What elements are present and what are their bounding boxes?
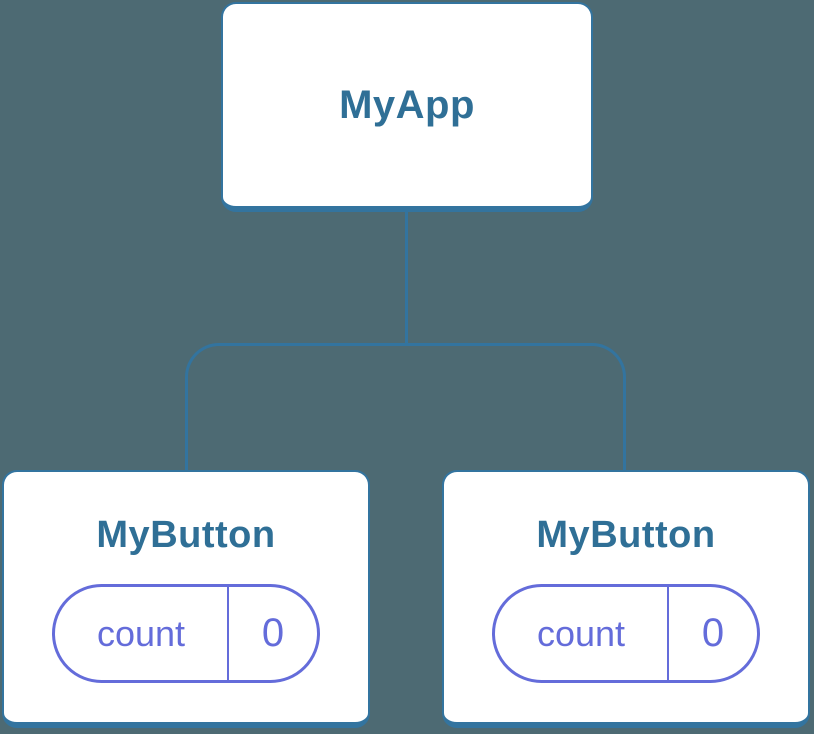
connector-stem-line bbox=[405, 209, 408, 346]
state-key-label: count bbox=[96, 612, 186, 654]
state-value: 0 bbox=[701, 611, 725, 655]
component-label: MyButton bbox=[96, 514, 276, 556]
state-pill: count 0 bbox=[52, 584, 320, 683]
component-label: MyApp bbox=[339, 82, 475, 127]
state-key-cell: count bbox=[55, 587, 229, 680]
connector-branch-bracket bbox=[185, 343, 626, 471]
state-key-cell: count bbox=[495, 587, 669, 680]
component-node-mybutton-right: MyButton count 0 bbox=[442, 470, 810, 728]
state-value-cell: 0 bbox=[669, 587, 757, 680]
state-pill: count 0 bbox=[492, 584, 760, 683]
component-node-mybutton-left: MyButton count 0 bbox=[2, 470, 370, 728]
state-key-label: count bbox=[536, 612, 626, 654]
component-label: MyButton bbox=[536, 514, 716, 556]
state-value: 0 bbox=[261, 611, 285, 655]
state-value-cell: 0 bbox=[229, 587, 317, 680]
component-node-myapp: MyApp bbox=[221, 2, 593, 212]
